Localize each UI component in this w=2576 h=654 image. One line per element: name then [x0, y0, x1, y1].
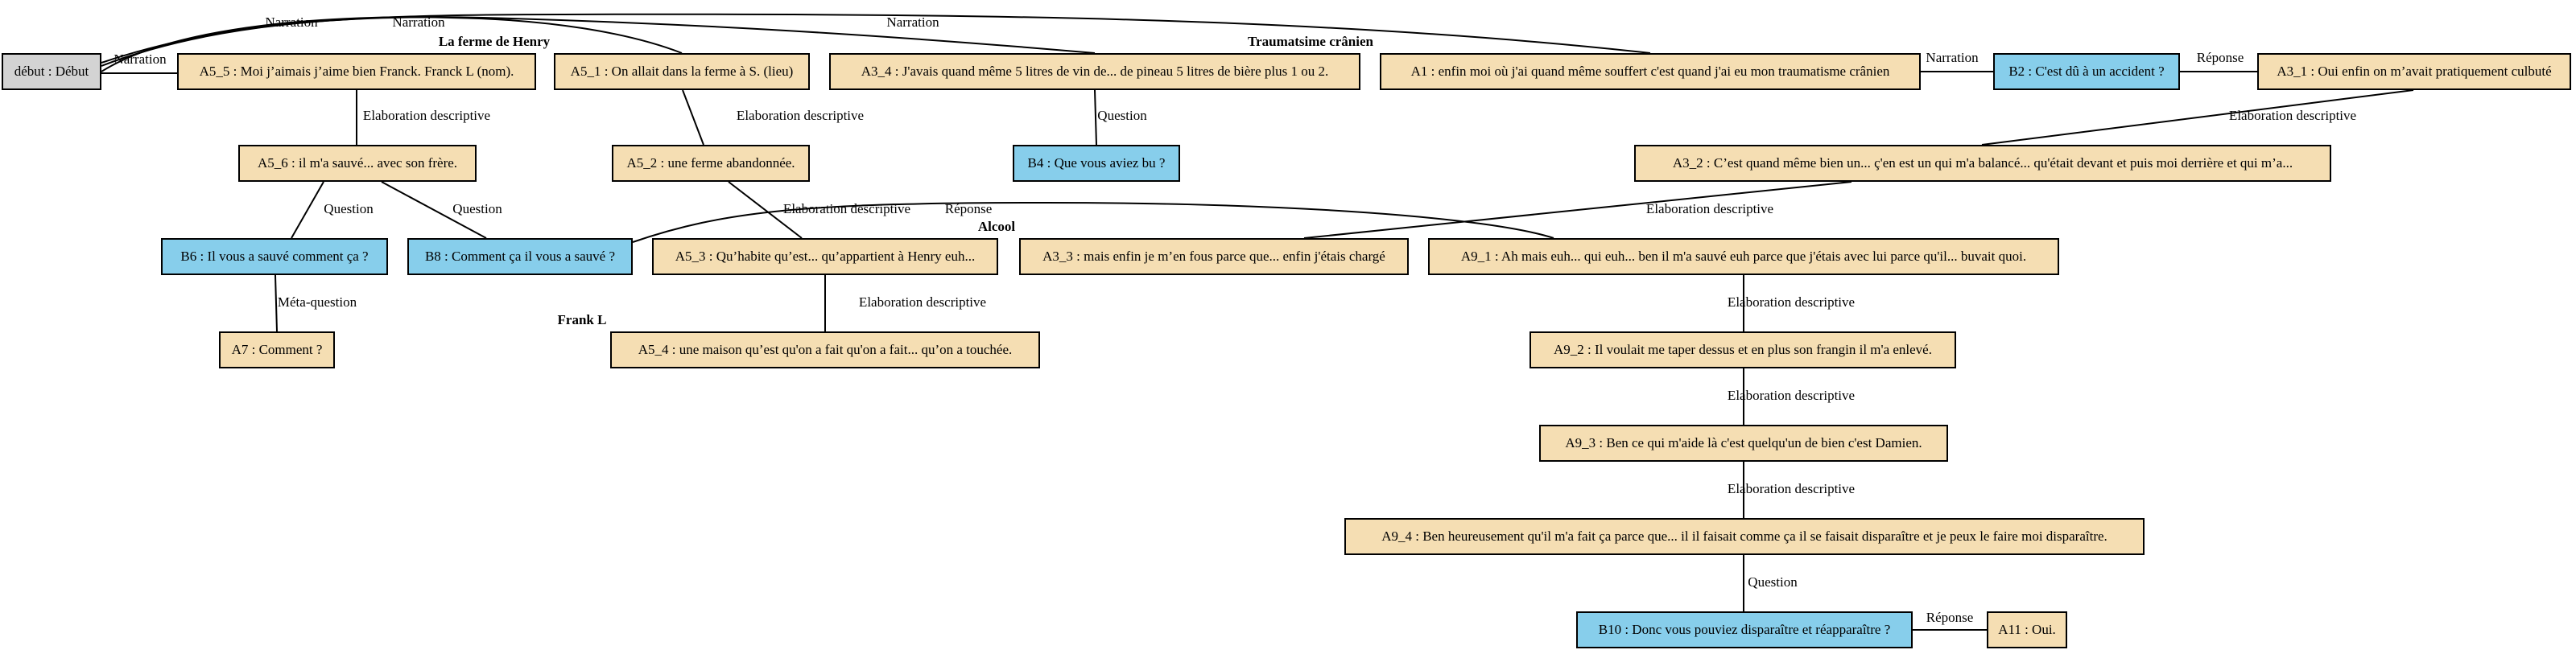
edge-label: Méta-question	[277, 294, 357, 310]
edge-label: Narration	[886, 14, 939, 30]
node-debut[interactable]: début : Début	[2, 53, 101, 90]
edge-debut-A1	[101, 13, 1651, 64]
edge-label: Question	[1097, 108, 1147, 123]
edge-label: Elaboration descriptive	[858, 294, 987, 310]
node-a9-3[interactable]: A9_3 : Ben ce qui m'aide là c'est quelqu…	[1539, 425, 1948, 462]
node-b4[interactable]: B4 : Que vous aviez bu ?	[1013, 145, 1180, 182]
edge-A5_6-B8	[381, 181, 487, 239]
node-a5-2[interactable]: A5_2 : une ferme abandonnée.	[612, 145, 810, 182]
edge-label: Question	[324, 201, 374, 216]
edge-label: Elaboration descriptive	[2228, 108, 2357, 123]
node-a7[interactable]: A7 : Comment ?	[219, 331, 335, 368]
topic-label-t2: Traumatsime crânien	[1248, 34, 1373, 49]
edge-label: Narration	[265, 14, 318, 30]
edge-A5_6-B6	[291, 181, 324, 239]
edge-label: Elaboration descriptive	[1727, 388, 1856, 403]
edge-A5_1-A5_2	[682, 89, 704, 146]
node-a3-2[interactable]: A3_2 : C’est quand même bien un... ç'en …	[1634, 145, 2331, 182]
edge-A3_1-A3_2	[1981, 89, 2414, 146]
edge-label: Elaboration descriptive	[1727, 294, 1856, 310]
edge-label: Réponse	[944, 201, 993, 216]
edge-A5_2-A5_3	[728, 181, 803, 239]
topic-label-t4: Frank L	[557, 312, 607, 327]
node-b10[interactable]: B10 : Donc vous pouviez disparaître et r…	[1576, 611, 1913, 648]
topic-label-t3: Alcool	[977, 219, 1016, 234]
node-a9-4[interactable]: A9_4 : Ben heureusement qu'il m'a fait ç…	[1344, 518, 2145, 555]
edge-label: Elaboration descriptive	[782, 201, 911, 216]
edge-label: Réponse	[1926, 610, 1974, 625]
node-a5-6[interactable]: A5_6 : il m'a sauvé... avec son frère.	[238, 145, 477, 182]
node-a5-3[interactable]: A5_3 : Qu’habite qu’est... qu’appartient…	[652, 238, 998, 275]
node-a5-1[interactable]: A5_1 : On allait dans la ferme à S. (lie…	[554, 53, 810, 90]
node-a9-2[interactable]: A9_2 : Il voulait me taper dessus et en …	[1530, 331, 1956, 368]
node-a5-5[interactable]: A5_5 : Moi j’aimais j’aime bien Franck. …	[177, 53, 536, 90]
edge-label: Elaboration descriptive	[362, 108, 491, 123]
edge-label: Elaboration descriptive	[1645, 201, 1774, 216]
node-a9-1[interactable]: A9_1 : Ah mais euh... qui euh... ben il …	[1428, 238, 2059, 275]
edge-label: Narration	[1926, 50, 1979, 65]
node-a1[interactable]: A1 : enfin moi où j'ai quand même souffe…	[1380, 53, 1921, 90]
node-a3-4[interactable]: A3_4 : J'avais quand même 5 litres de vi…	[829, 53, 1360, 90]
edge-A3_4-B4	[1094, 89, 1097, 146]
topic-label-t1: La ferme de Henry	[438, 34, 551, 49]
node-b2[interactable]: B2 : C'est dû à un accident ?	[1993, 53, 2180, 90]
edge-label: Elaboration descriptive	[1727, 481, 1856, 496]
edge-label: Narration	[114, 51, 167, 67]
edge-A3_2-A3_3	[1303, 181, 1852, 239]
node-a11[interactable]: A11 : Oui.	[1987, 611, 2067, 648]
edge-label: Narration	[392, 14, 445, 30]
edge-label: Question	[1748, 574, 1798, 590]
node-a5-4[interactable]: A5_4 : une maison qu’est qu'on a fait qu…	[610, 331, 1040, 368]
edge-B8-A9_1	[632, 201, 1554, 243]
edge-B6-A7	[275, 274, 278, 332]
node-b6[interactable]: B6 : Il vous a sauvé comment ça ?	[161, 238, 388, 275]
node-a3-3[interactable]: A3_3 : mais enfin je m’en fous parce que…	[1019, 238, 1409, 275]
edge-label: Réponse	[2196, 50, 2244, 65]
edge-label: Question	[452, 201, 502, 216]
edge-label: Elaboration descriptive	[736, 108, 865, 123]
node-b8[interactable]: B8 : Comment ça il vous a sauvé ?	[407, 238, 633, 275]
node-a3-1[interactable]: A3_1 : Oui enfin on m’avait pratiquement…	[2257, 53, 2571, 90]
